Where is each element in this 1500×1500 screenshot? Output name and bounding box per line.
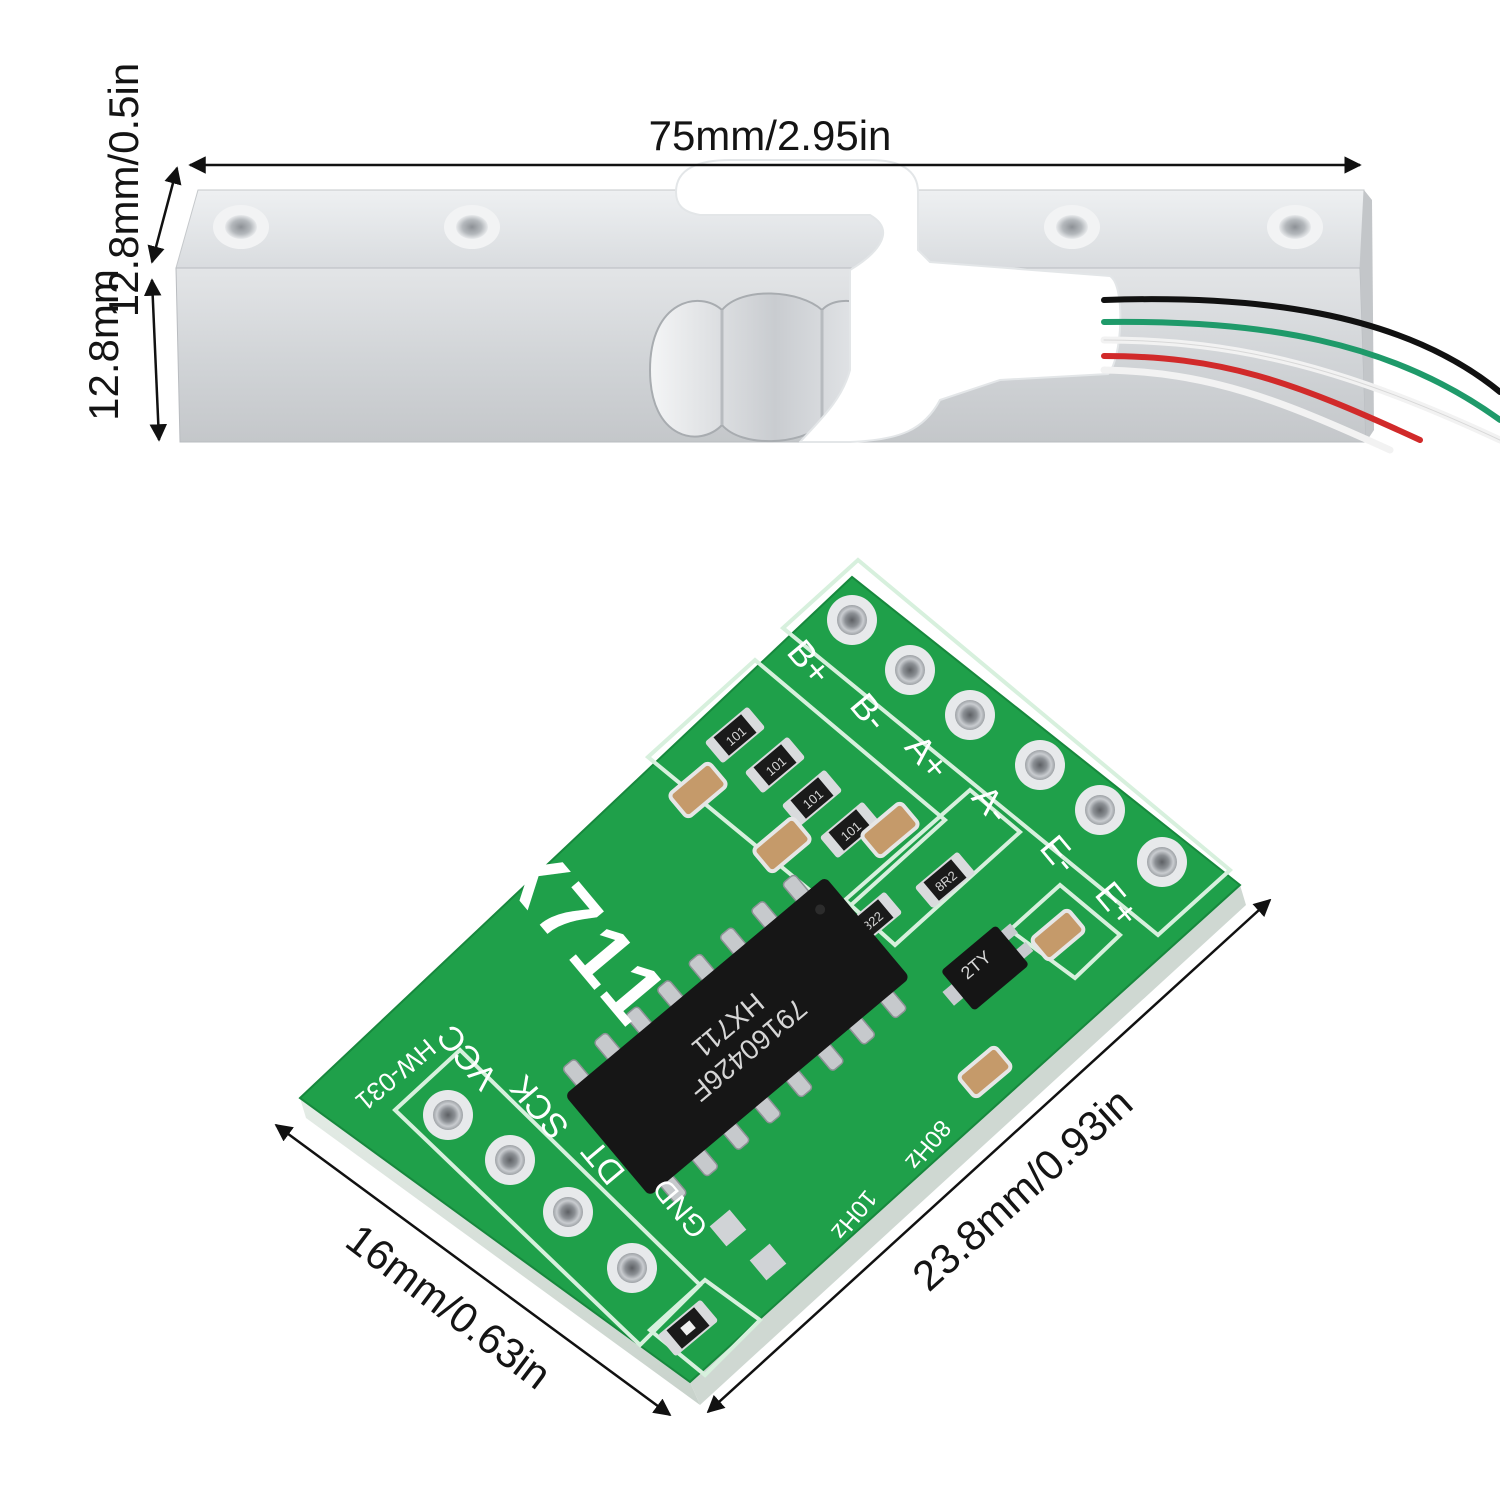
resistor: 101 [782,770,842,826]
pad-e-minus [1075,785,1125,835]
length-dimension: 75mm/2.95in [188,112,1362,174]
pad-e-plus [1137,837,1187,887]
pad-a-plus [945,690,995,740]
load-cell [175,159,1500,454]
mounting-hole [444,205,500,249]
pad-vcc [423,1090,473,1140]
resistor: 8R2 [915,852,975,908]
lead-wires [1100,296,1500,454]
pad-b-plus [827,595,877,645]
pad-gnd [607,1243,657,1293]
mounting-hole [1267,205,1323,249]
pad-b-minus [885,645,935,695]
resistor: 101 [705,707,765,763]
height-label-upper: 12.8mm/0.5in [100,63,147,317]
capacitor [752,816,812,874]
height-label-lower: 12.8mm [80,269,127,421]
height-dimension: 12.8mm/0.5in 12.8mm [80,63,182,442]
resistor: 101 [745,737,805,793]
pad-dt [543,1187,593,1237]
mounting-hole [213,205,269,249]
length-label: 75mm/2.95in [649,112,892,159]
mounting-hole [1044,205,1100,249]
resistor: 101 [820,802,880,858]
resistor [658,1300,718,1356]
pad-sck [485,1135,535,1185]
capacitor [860,801,920,859]
capacitor [668,761,728,819]
pin-header-right [827,595,1187,887]
pad-a-minus [1015,740,1065,790]
